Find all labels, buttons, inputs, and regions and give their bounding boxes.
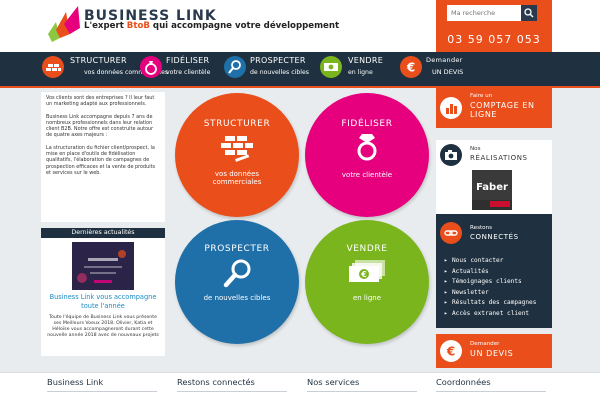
intro-card: Vos clients sont des entreprises ? Il le… — [41, 92, 165, 222]
banknote-icon: € — [349, 260, 385, 282]
sidebar-link-resultats[interactable]: ▸Résultats des campagnes — [444, 299, 537, 307]
footer-heading: Business Link — [47, 377, 104, 387]
news-thumbnail[interactable] — [72, 242, 134, 290]
logo-icon[interactable] — [46, 4, 82, 44]
magnifier-icon — [224, 56, 246, 78]
connectes-pre: Restons — [470, 225, 493, 231]
nav-item-prospecter[interactable]: PROSPECTER de nouvelles cibles — [224, 52, 316, 86]
comptage-en-ligne-box[interactable]: Faire un COMPTAGE EN LIGNE — [436, 88, 552, 128]
nav-item-fideliser[interactable]: FIDÉLISER votre clientèle — [140, 52, 220, 86]
realisations-title: RÉALISATIONS — [470, 154, 528, 162]
bricks-icon — [42, 56, 64, 78]
nav-item-structurer[interactable]: STRUCTURER vos données commerciales — [40, 52, 168, 86]
site-footer — [0, 372, 600, 400]
circle-title: FIDÉLISER — [341, 119, 393, 129]
circle-subtitle: vos données commerciales — [212, 170, 262, 186]
news-heading: Dernières actualités — [41, 228, 165, 238]
camera-icon — [440, 144, 462, 166]
footer-divider — [436, 391, 546, 392]
circle-title: PROSPECTER — [204, 244, 270, 254]
intro-paragraph: La structuration du fichier client/prosp… — [46, 144, 156, 176]
sidebar-link-temoignages[interactable]: ▸Témoignages clients — [444, 278, 522, 286]
sidebar-link-newsletter[interactable]: ▸Newsletter — [444, 288, 489, 296]
nav-subtitle: UN DEVIS — [432, 68, 464, 76]
circle-subtitle: en ligne — [352, 294, 382, 302]
sidebar-link-extranet[interactable]: ▸Accès extranet client — [444, 309, 530, 317]
footer-divider — [47, 391, 157, 392]
nav-title: VENDRE — [348, 56, 384, 65]
link-icon — [440, 222, 462, 244]
circle-title: STRUCTURER — [203, 119, 271, 129]
circle-vendre[interactable]: VENDRE € en ligne — [305, 220, 429, 344]
nav-title: PROSPECTER — [250, 56, 306, 65]
demander-devis-box[interactable]: € Demander UN DEVIS — [436, 334, 552, 368]
sidebar-link-actualites[interactable]: ▸Actualités — [444, 267, 489, 275]
faber-logo[interactable]: Faber — [472, 170, 512, 210]
connectes-links: ▸Nous contacter ▸Actualités ▸Témoignages… — [444, 256, 536, 320]
bricks-icon — [221, 136, 253, 162]
comptage-title: COMPTAGE EN LIGNE — [470, 101, 535, 119]
magnifier-icon — [223, 259, 251, 288]
nav-title: STRUCTURER — [70, 56, 127, 65]
nav-subtitle: vos données commerciales — [84, 69, 169, 76]
circle-title: VENDRE — [346, 244, 388, 254]
news-card: Dernières actualités Business Link vous … — [41, 228, 165, 356]
brand-name[interactable]: BUSINESS LINK — [84, 8, 217, 24]
footer-heading: Restons connectés — [177, 377, 255, 387]
news-body: Toute l'équipe de Business Link vous pré… — [47, 315, 159, 339]
sidebar-link-contact[interactable]: ▸Nous contacter — [444, 257, 504, 264]
nav-divider — [0, 86, 600, 88]
main-nav — [0, 52, 600, 86]
euro-icon: € — [440, 340, 462, 362]
ring-icon — [140, 56, 162, 78]
svg-text:€: € — [406, 61, 415, 75]
chart-icon — [440, 97, 462, 119]
phone-number[interactable]: 03 59 057 053 — [447, 33, 541, 46]
realisations-box[interactable]: Nos RÉALISATIONS Faber — [436, 140, 552, 214]
euro-icon: € — [400, 56, 422, 78]
circle-fideliser[interactable]: FIDÉLISER votre clientèle — [305, 93, 429, 217]
circle-prospecter[interactable]: PROSPECTER de nouvelles cibles — [175, 220, 299, 344]
realisations-pre: Nos — [470, 146, 481, 152]
circle-subtitle: votre clientèle — [341, 171, 393, 179]
circle-subtitle: de nouvelles cibles — [203, 294, 271, 302]
footer-divider — [177, 391, 287, 392]
svg-text:€: € — [360, 270, 367, 279]
connectes-title: CONNECTÉS — [470, 233, 519, 241]
comptage-pre: Faire un — [470, 93, 493, 99]
nav-title: FIDÉLISER — [166, 56, 210, 65]
devis-title: UN DEVIS — [470, 349, 514, 358]
search-button[interactable] — [521, 5, 537, 21]
footer-heading: Nos services — [307, 377, 360, 387]
nav-subtitle: de nouvelles cibles — [250, 69, 310, 76]
nav-item-vendre[interactable]: VENDRE en ligne — [318, 52, 388, 86]
footer-divider — [307, 391, 417, 392]
nav-subtitle: votre clientèle — [166, 69, 211, 76]
ring-icon — [357, 134, 377, 161]
news-title-link[interactable]: Business Link vous accompagne toute l'an… — [49, 293, 157, 310]
search-icon — [524, 8, 534, 18]
svg-text:€: € — [446, 345, 455, 359]
banknote-icon — [320, 56, 342, 78]
brand-tagline: L'expert BtoB qui accompagne votre dével… — [84, 21, 340, 31]
circle-structurer[interactable]: STRUCTURER vos données commerciales — [175, 93, 299, 217]
nav-title: Demander — [426, 56, 463, 64]
svg-text:Faber: Faber — [476, 182, 508, 193]
nav-item-devis[interactable]: € Demander UN DEVIS — [398, 52, 464, 86]
footer-heading: Coordonnées — [436, 377, 491, 387]
restons-connectes-box: Restons CONNECTÉS ▸Nous contacter ▸Actua… — [436, 214, 552, 328]
intro-paragraph: Vos clients sont des entreprises ? Il le… — [46, 95, 155, 108]
devis-pre: Demander — [470, 341, 500, 347]
search-input[interactable] — [447, 5, 521, 21]
intro-paragraph: Business Link accompagne depuis 7 ans de… — [46, 113, 154, 139]
nav-subtitle: en ligne — [348, 69, 373, 76]
